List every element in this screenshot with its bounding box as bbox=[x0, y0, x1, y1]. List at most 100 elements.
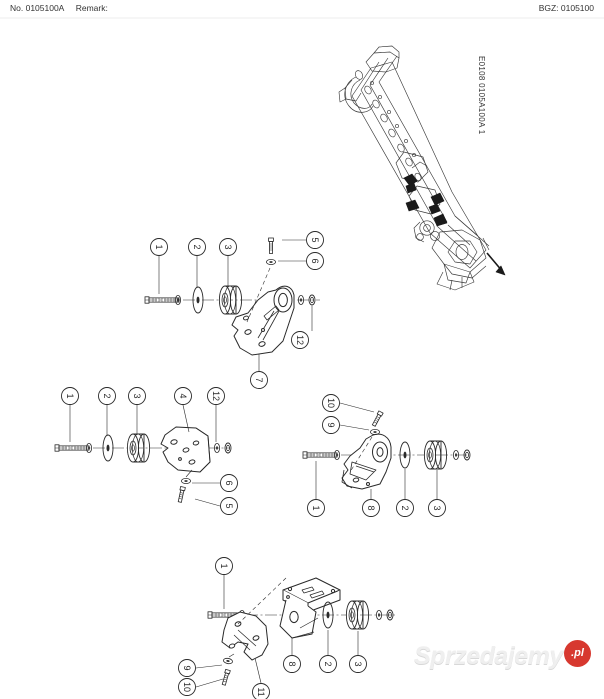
callout-number: 5 bbox=[310, 237, 320, 242]
callout-number: 1 bbox=[65, 393, 75, 398]
callout-bubble bbox=[428, 499, 446, 517]
callout-bubble bbox=[362, 499, 380, 517]
part-bracket-g3 bbox=[341, 433, 392, 490]
callout-number: 9 bbox=[326, 422, 336, 427]
callout-bubble bbox=[307, 499, 325, 517]
part-bracket-arm-g4 bbox=[221, 611, 269, 661]
callout-engine-mount-group-4-10[interactable]: 10 bbox=[178, 678, 196, 696]
callout-bubble bbox=[306, 252, 324, 270]
callout-bubble bbox=[188, 238, 206, 256]
chassis-assembly-overview bbox=[338, 45, 506, 291]
part-bushing-g1 bbox=[218, 285, 243, 315]
callout-engine-mount-group-4-8[interactable]: 8 bbox=[283, 655, 301, 673]
callout-engine-mount-group-4-2[interactable]: 2 bbox=[319, 655, 337, 673]
mount-marker-b bbox=[405, 199, 420, 212]
callout-engine-mount-group-4-11[interactable]: 11 bbox=[252, 683, 270, 699]
callout-bubble bbox=[207, 387, 225, 405]
callout-number: 3 bbox=[432, 505, 442, 510]
part-washer-bolt-g4 bbox=[222, 657, 234, 665]
callout-bubble bbox=[219, 238, 237, 256]
callout-bubble bbox=[174, 387, 192, 405]
callout-engine-mount-group-4-1[interactable]: 1 bbox=[215, 557, 233, 575]
callout-bubble bbox=[291, 331, 309, 349]
callout-engine-mount-group-3-3[interactable]: 3 bbox=[428, 499, 446, 517]
assembly-path-g1 bbox=[246, 267, 271, 323]
callout-bubble bbox=[349, 655, 367, 673]
callout-engine-mount-group-4-9[interactable]: 9 bbox=[178, 659, 196, 677]
part-bracket-g1 bbox=[231, 285, 295, 356]
part-bracket-plate-g4 bbox=[279, 577, 341, 639]
engine-mount-group-2 bbox=[54, 404, 232, 507]
header-left-group: No. 0105100A Remark: bbox=[10, 3, 117, 13]
callout-engine-mount-group-4-3[interactable]: 3 bbox=[349, 655, 367, 673]
callout-engine-mount-group-2-3[interactable]: 3 bbox=[128, 387, 146, 405]
callout-engine-mount-group-2-2[interactable]: 2 bbox=[98, 387, 116, 405]
callout-bubble bbox=[396, 499, 414, 517]
callout-bubble bbox=[178, 659, 196, 677]
callout-engine-mount-group-2-1[interactable]: 1 bbox=[61, 387, 79, 405]
callout-bubble bbox=[322, 394, 340, 412]
callout-number: 5 bbox=[224, 503, 234, 508]
callout-engine-mount-group-1-6[interactable]: 6 bbox=[306, 252, 324, 270]
callout-number: 2 bbox=[192, 244, 202, 249]
callout-number: 11 bbox=[256, 687, 266, 696]
callout-number: 1 bbox=[154, 244, 164, 249]
callout-engine-mount-group-3-10[interactable]: 10 bbox=[322, 394, 340, 412]
callout-number: 7 bbox=[254, 377, 264, 382]
callout-engine-mount-group-3-8[interactable]: 8 bbox=[362, 499, 380, 517]
callout-number: 2 bbox=[102, 393, 112, 398]
direction-arrow bbox=[486, 252, 506, 276]
page-header: No. 0105100A Remark: BGZ: 0105100 bbox=[0, 0, 604, 18]
callout-bubble bbox=[128, 387, 146, 405]
callout-number: 3 bbox=[353, 661, 363, 666]
engine-mount-group-4 bbox=[195, 575, 395, 688]
callout-number: 12 bbox=[295, 335, 305, 345]
callout-number: 1 bbox=[219, 563, 229, 568]
callout-engine-mount-group-1-5[interactable]: 5 bbox=[306, 231, 324, 249]
part-bracket-g2 bbox=[160, 426, 211, 473]
callout-bubble bbox=[150, 238, 168, 256]
callout-number: 10 bbox=[182, 682, 192, 692]
part-washer-bolt-g2 bbox=[180, 477, 192, 485]
callout-bubble bbox=[61, 387, 79, 405]
callout-bubble bbox=[98, 387, 116, 405]
callout-engine-mount-group-1-12[interactable]: 12 bbox=[291, 331, 309, 349]
part-number-label: No. 0105100A bbox=[10, 3, 65, 13]
engine-mount-group-1 bbox=[144, 237, 320, 371]
bgz-label: BGZ: 0105100 bbox=[538, 3, 594, 13]
callout-number: 8 bbox=[287, 661, 297, 666]
callout-number: 2 bbox=[323, 661, 333, 666]
callout-engine-mount-group-2-12[interactable]: 12 bbox=[207, 387, 225, 405]
callout-engine-mount-group-2-5[interactable]: 5 bbox=[220, 497, 238, 515]
callout-number: 3 bbox=[223, 244, 233, 249]
mount-marker-c bbox=[430, 192, 445, 206]
callout-engine-mount-group-1-2[interactable]: 2 bbox=[188, 238, 206, 256]
callout-engine-mount-group-2-4[interactable]: 4 bbox=[174, 387, 192, 405]
callout-engine-mount-group-1-1[interactable]: 1 bbox=[150, 238, 168, 256]
remark-label: Remark: bbox=[75, 3, 108, 13]
callout-bubble bbox=[215, 557, 233, 575]
callout-number: 3 bbox=[132, 393, 142, 398]
callout-engine-mount-group-1-3[interactable]: 3 bbox=[219, 238, 237, 256]
callout-engine-mount-group-1-7[interactable]: 7 bbox=[250, 371, 268, 389]
callout-number: 9 bbox=[182, 665, 192, 670]
callout-bubble bbox=[319, 655, 337, 673]
callout-bubble bbox=[178, 678, 196, 696]
part-bolt-short-g3 bbox=[371, 410, 384, 428]
callout-engine-mount-group-3-1[interactable]: 1 bbox=[307, 499, 325, 517]
callout-number: 4 bbox=[178, 393, 188, 398]
callout-engine-mount-group-2-6[interactable]: 6 bbox=[220, 474, 238, 492]
callout-bubble bbox=[283, 655, 301, 673]
callout-engine-mount-group-3-2[interactable]: 2 bbox=[396, 499, 414, 517]
callout-number: 6 bbox=[224, 480, 234, 485]
callout-bubble bbox=[322, 416, 340, 434]
callout-bubble bbox=[220, 497, 238, 515]
callout-bubble bbox=[220, 474, 238, 492]
callout-number: 6 bbox=[310, 258, 320, 263]
engine-mount-group-3 bbox=[302, 402, 471, 499]
part-bolt-short-g2 bbox=[177, 486, 186, 503]
callout-number: 10 bbox=[326, 398, 336, 408]
callout-engine-mount-group-3-9[interactable]: 9 bbox=[322, 416, 340, 434]
